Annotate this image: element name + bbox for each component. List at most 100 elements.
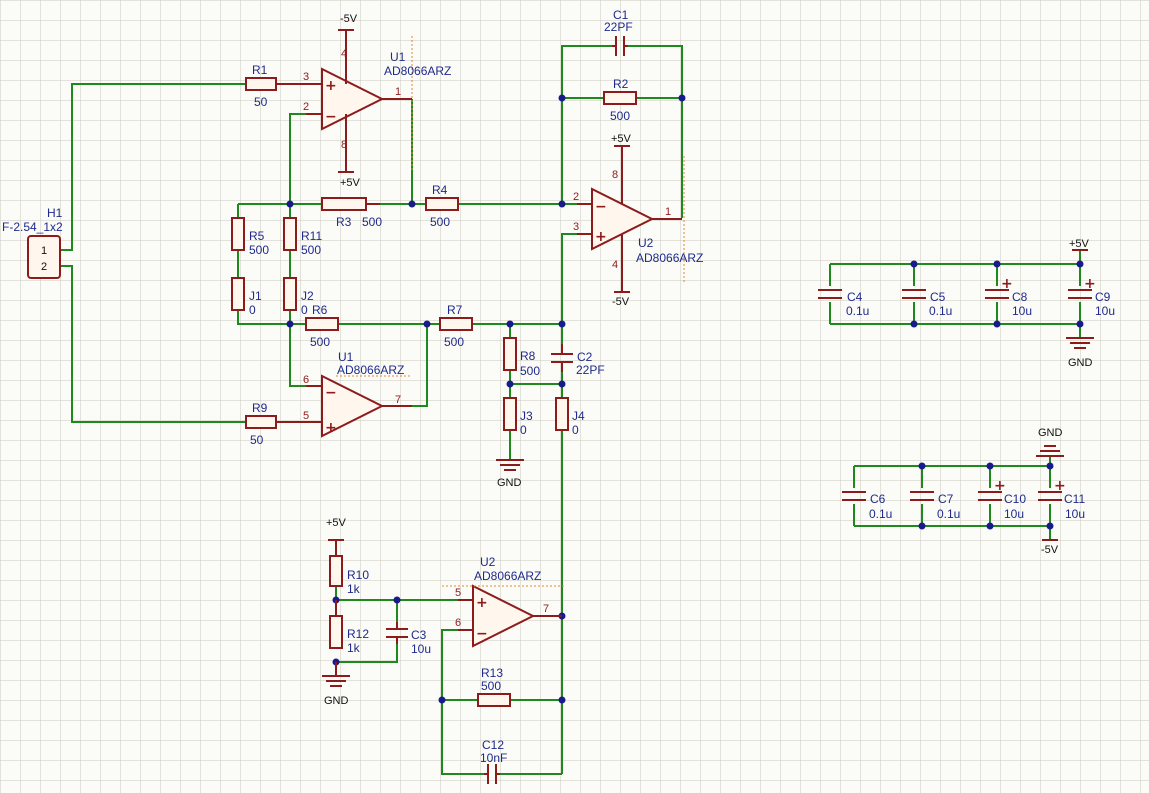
junction-dot xyxy=(286,320,294,328)
junction-dot xyxy=(423,320,431,328)
capacitor-body xyxy=(484,764,500,784)
capacitor-c9[interactable]: + C9 10u xyxy=(1068,276,1115,318)
pin-number: 1 xyxy=(665,206,671,218)
resistor-body xyxy=(305,317,339,331)
opamp-triangle xyxy=(321,374,385,438)
capacitor-value: 22PF xyxy=(576,363,605,377)
opamp-u2a[interactable]: − + 2 3 1 8 4 U2 AD8066ARZ xyxy=(573,146,703,292)
opamp-triangle xyxy=(321,67,385,131)
jumper-j4[interactable]: J4 0 xyxy=(555,397,585,437)
resistor-r11[interactable]: R11 500 xyxy=(283,217,322,257)
resistor-r10[interactable]: R10 1k xyxy=(329,540,369,596)
pin-number: 6 xyxy=(303,374,309,386)
resistor-r9[interactable]: R9 50 xyxy=(245,401,306,447)
capacitor-body xyxy=(551,344,573,372)
junction-dot xyxy=(558,320,566,328)
resistor-r2[interactable]: R2 500 xyxy=(603,77,637,123)
resistor-r6[interactable]: R6 500 xyxy=(305,303,339,349)
capacitor-body xyxy=(985,289,1009,299)
capacitor-c3[interactable]: C3 10u xyxy=(386,622,431,656)
junction-dot xyxy=(986,462,994,470)
pin-number: 7 xyxy=(395,394,401,406)
resistor-r13[interactable]: R13 500 xyxy=(477,666,511,707)
capacitor-c12[interactable]: C12 10nF xyxy=(480,738,507,784)
capacitor-c2[interactable]: C2 22PF xyxy=(551,344,605,377)
connector-h1[interactable]: H1 F-2.54_1x2 1 2 xyxy=(2,206,63,279)
inverting-sign: − xyxy=(325,109,337,125)
junction-dot xyxy=(993,320,1001,328)
wire-c1-right xyxy=(628,45,683,218)
capacitor-designator: C12 xyxy=(482,738,504,752)
jumper-body xyxy=(231,277,245,311)
resistor-value: 500 xyxy=(362,215,382,229)
pin-number: 5 xyxy=(303,410,309,422)
jumper-designator: J3 xyxy=(520,409,533,423)
connector-designator: H1 xyxy=(47,206,63,220)
ground-label: GND xyxy=(1038,427,1063,439)
resistor-value: 500 xyxy=(301,243,321,257)
pin-number: 5 xyxy=(455,587,461,599)
resistor-r7[interactable]: R7 500 xyxy=(439,303,473,349)
power-label: +5V xyxy=(611,133,632,145)
opamp-part: AD8066ARZ xyxy=(474,569,541,583)
pin-number: 7 xyxy=(543,603,549,615)
resistor-value: 1k xyxy=(347,582,361,596)
capacitor-designator: C8 xyxy=(1012,290,1028,304)
power-pos5v-r10: +5V xyxy=(326,517,347,541)
resistor-value: 500 xyxy=(430,215,450,229)
opamp-pins xyxy=(458,599,562,631)
junction-dot xyxy=(506,380,514,388)
capacitor-c1[interactable]: C1 22PF xyxy=(604,8,633,56)
capacitor-body xyxy=(902,289,926,299)
resistor-r1[interactable]: R1 50 xyxy=(245,63,306,109)
wire-decap1-rails xyxy=(830,263,1080,325)
wire-h1-r9 xyxy=(60,265,246,423)
capacitor-designator: C3 xyxy=(411,628,427,642)
polarity-mark: + xyxy=(1001,276,1013,292)
connector-value: F-2.54_1x2 xyxy=(2,220,63,234)
resistor-r4[interactable]: R4 500 xyxy=(425,183,459,229)
jumper-designator: J1 xyxy=(249,289,262,303)
resistor-r5[interactable]: R5 500 xyxy=(231,217,269,257)
wire-u1a-inv xyxy=(289,113,306,204)
capacitor-c10[interactable]: + C10 10u xyxy=(978,478,1026,521)
resistor-r3[interactable]: R3 500 xyxy=(321,197,382,229)
wire-c3-bottom xyxy=(336,644,398,663)
junction-dot xyxy=(1046,522,1054,530)
jumper-j1[interactable]: J1 0 xyxy=(231,277,262,317)
capacitor-c8[interactable]: + C8 10u xyxy=(985,276,1032,318)
pin-number: 3 xyxy=(573,221,579,233)
jumper-j2[interactable]: J2 0 xyxy=(283,277,314,317)
capacitor-c11[interactable]: + C11 10u xyxy=(1038,478,1085,521)
capacitor-c7[interactable]: C7 0.1u xyxy=(910,491,960,521)
pin-number: 8 xyxy=(341,139,347,151)
pin-number: 4 xyxy=(341,48,347,60)
resistor-r12[interactable]: R12 1k xyxy=(329,600,369,655)
resistor-designator: R12 xyxy=(347,627,369,641)
resistor-r8[interactable]: R8 500 xyxy=(503,337,540,378)
resistor-body xyxy=(329,615,343,649)
junction-dot xyxy=(910,320,918,328)
resistor-body xyxy=(503,337,517,371)
capacitor-value: 0.1u xyxy=(937,507,960,521)
pin-number: 4 xyxy=(612,259,618,271)
ground-label: GND xyxy=(497,477,522,489)
ground-symbol xyxy=(496,459,524,471)
noninverting-sign: + xyxy=(325,78,337,94)
capacitor-c4[interactable]: C4 0.1u xyxy=(818,289,869,318)
wire-decap2-legs xyxy=(853,466,1051,526)
capacitor-body xyxy=(978,491,1002,501)
junction-dot xyxy=(993,260,1001,268)
opamp-u1b[interactable]: − + 6 5 7 U1 AD8066ARZ xyxy=(303,350,412,438)
capacitor-value: 0.1u xyxy=(929,304,952,318)
jumper-j3[interactable]: J3 0 xyxy=(503,397,533,437)
capacitor-c6[interactable]: C6 0.1u xyxy=(842,491,892,521)
ground-decap2: GND xyxy=(1036,427,1064,457)
capacitor-c5[interactable]: C5 0.1u xyxy=(902,289,952,318)
resistor-designator: R3 xyxy=(336,215,352,229)
power-label: +5V xyxy=(1069,238,1090,250)
opamp-u1a[interactable]: + − 3 2 1 4 8 U1 AD8066ARZ xyxy=(303,30,451,172)
opamp-u2b[interactable]: + − 5 6 7 U2 AD8066ARZ xyxy=(442,555,566,648)
jumper-value: 0 xyxy=(301,303,308,317)
connector-pin1-label: 1 xyxy=(41,245,47,257)
